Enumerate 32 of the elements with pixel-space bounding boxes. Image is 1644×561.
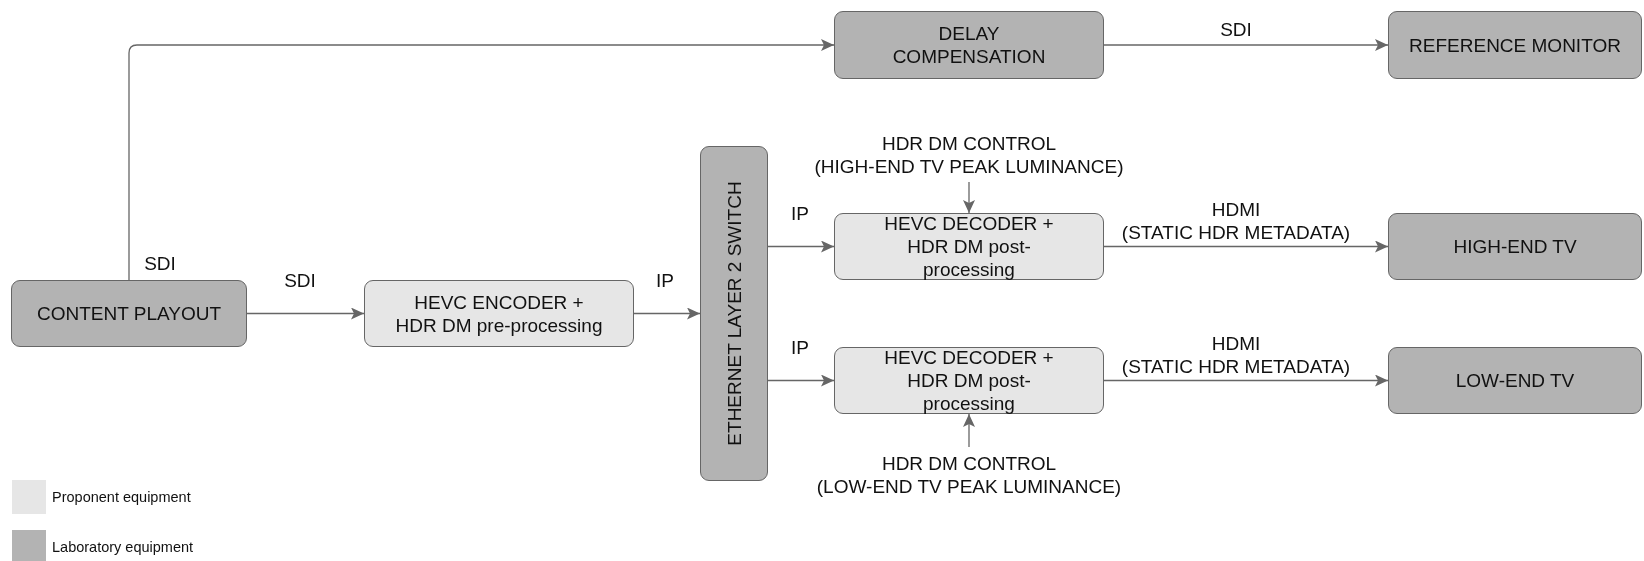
process-box [11,280,247,347]
arrow [1103,240,1389,253]
arrow [246,307,365,320]
arrow [767,240,835,253]
arrow [1103,374,1389,387]
arrow [1103,39,1389,51]
process-box [364,280,634,347]
process-box [834,347,1104,414]
arrow [633,307,701,320]
node-label: HEVC ENCODER + HDR DM pre-processing [394,290,604,337]
arrow [128,39,835,281]
node-label: REFERENCE MONITOR [1409,33,1621,57]
node-label: LOW-END TV [1455,369,1575,392]
node-label: HIGH-END TV [1453,235,1577,258]
process-box [1388,213,1642,280]
control-label: HDR DM CONTROL (HIGH-END TV PEAK LUMINANCE) [814,132,1124,178]
switch-box [700,146,768,481]
arrow [767,374,835,387]
process-box [834,11,1104,79]
legend-label: Laboratory equipment [52,539,194,555]
process-box [1388,347,1642,414]
node-label: DELAY COMPENSATION [891,22,1047,68]
node-label: HEVC DECODER + HDR DM post-processing [883,346,1055,415]
node-label: CONTENT PLAYOUT [36,302,221,325]
legend-label: Proponent equipment [52,489,191,505]
process-box [1388,11,1642,79]
arrow [963,413,975,448]
node-label: HEVC DECODER + HDR DM post-processing [883,212,1055,281]
process-box [834,213,1104,280]
arrow [963,181,975,214]
control-label: HDR DM CONTROL (LOW-END TV PEAK LUMINANCE) [816,452,1122,498]
node-label: ETHERNET LAYER 2 SWITCH [722,181,746,446]
